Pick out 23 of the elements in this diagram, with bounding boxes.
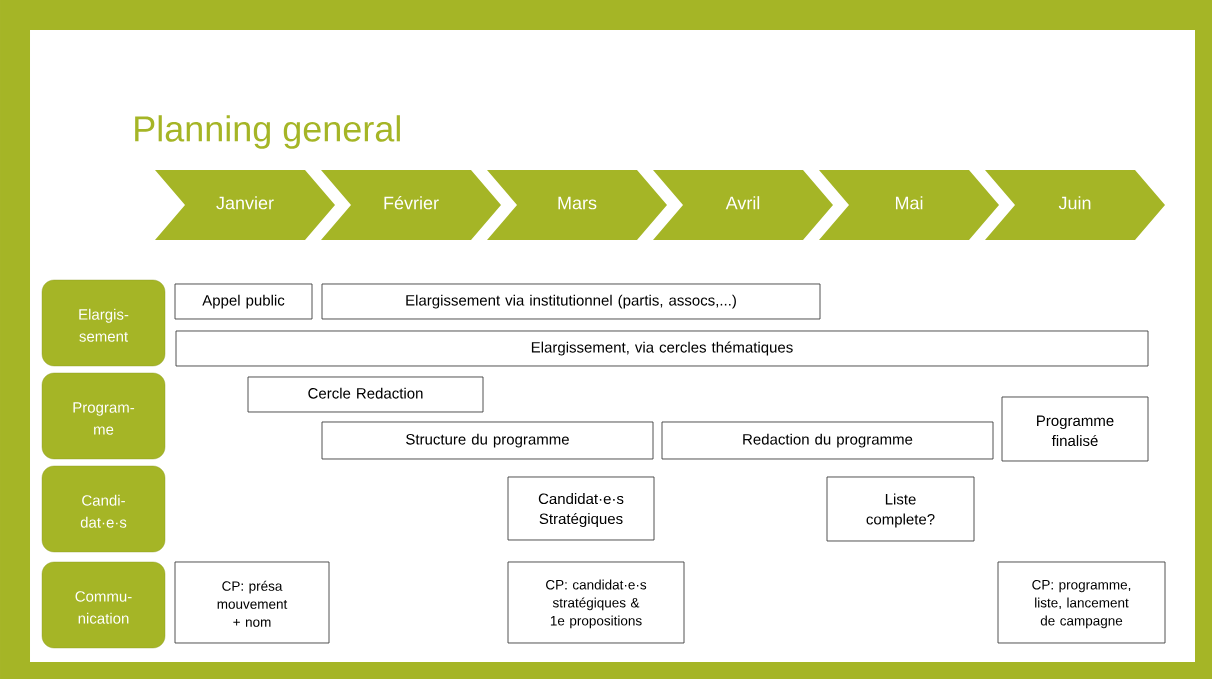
month-banner: Mars (487, 170, 667, 240)
task-box: Elargissement, via cercles thématiques (175, 330, 1149, 367)
task-box: Cercle Redaction (247, 376, 484, 413)
task-box: Redaction du programme (661, 421, 994, 460)
row-header: Commu- nication (41, 561, 166, 649)
task-box: Liste complete? (826, 476, 975, 542)
month-banner: Février (321, 170, 501, 240)
month-banner: Mai (819, 170, 999, 240)
task-box: Elargissement via institutionnel (partis, assocs,...) (321, 283, 821, 320)
slide-title: Planning general (135, 115, 400, 149)
month-banner: Juin (985, 170, 1165, 240)
row-header: Elargis- sement (41, 279, 166, 367)
task-box: CP: présa mouvement + nom (174, 561, 330, 644)
month-banner: Janvier (155, 170, 335, 240)
row-header: Program- me (41, 372, 166, 460)
row-header: Candi- dat·e·s (41, 465, 166, 553)
task-box: Structure du programme (321, 421, 654, 460)
task-box: CP: programme, liste, lancement de campagne (997, 561, 1166, 644)
month-banner: Avril (653, 170, 833, 240)
task-box: CP: candidat·e·s stratégiques & 1e propositions (507, 561, 685, 644)
task-box: Candidat·e·s Stratégiques (507, 476, 655, 541)
task-box: Programme finalisé (1001, 396, 1149, 462)
task-box: Appel public (174, 283, 313, 320)
